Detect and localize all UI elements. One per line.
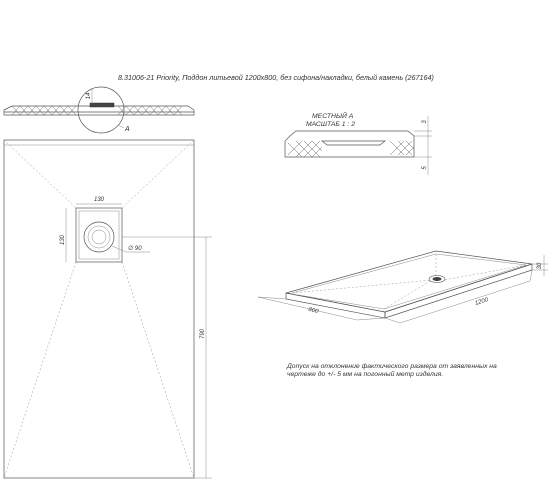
drain-diameter-dimension: ∅ 90 — [128, 245, 142, 252]
detail-dimension-5: 5 — [422, 166, 428, 170]
drain-width-dimension: 130 — [94, 197, 105, 203]
detail-a-title: МЕСТНЫЙ А — [312, 111, 354, 120]
detail-a: МЕСТНЫЙ А МАСШТАБ 1 : 2 3 5 — [284, 111, 432, 175]
drain-height-dimension: 130 — [60, 234, 66, 245]
plan-view: 130 130 ∅ 90 790 — [3, 139, 212, 479]
iso-length-dimension: 1200 — [474, 297, 489, 307]
tolerance-note-line1: Допуск на отклонение фактического размер… — [286, 363, 497, 370]
iso-height-dimension: 30 — [537, 262, 543, 269]
tray-dimension-790: 790 — [200, 328, 206, 339]
detail-dimension-3: 3 — [422, 120, 428, 124]
dimension-14: 14 — [86, 92, 92, 99]
isometric-view: 30 800 1200 — [257, 250, 548, 324]
callout-label-a: A — [124, 126, 130, 133]
drawing-title: 8.31006-21 Priority, Поддон литьевой 120… — [118, 73, 434, 82]
section-profile: A 14 — [3, 86, 195, 134]
iso-width-dimension: 800 — [308, 307, 320, 315]
tolerance-note-line2: чертеже до +/- 5 мм на погонный метр изд… — [287, 370, 443, 378]
detail-a-scale: МАСШТАБ 1 : 2 — [306, 121, 355, 128]
